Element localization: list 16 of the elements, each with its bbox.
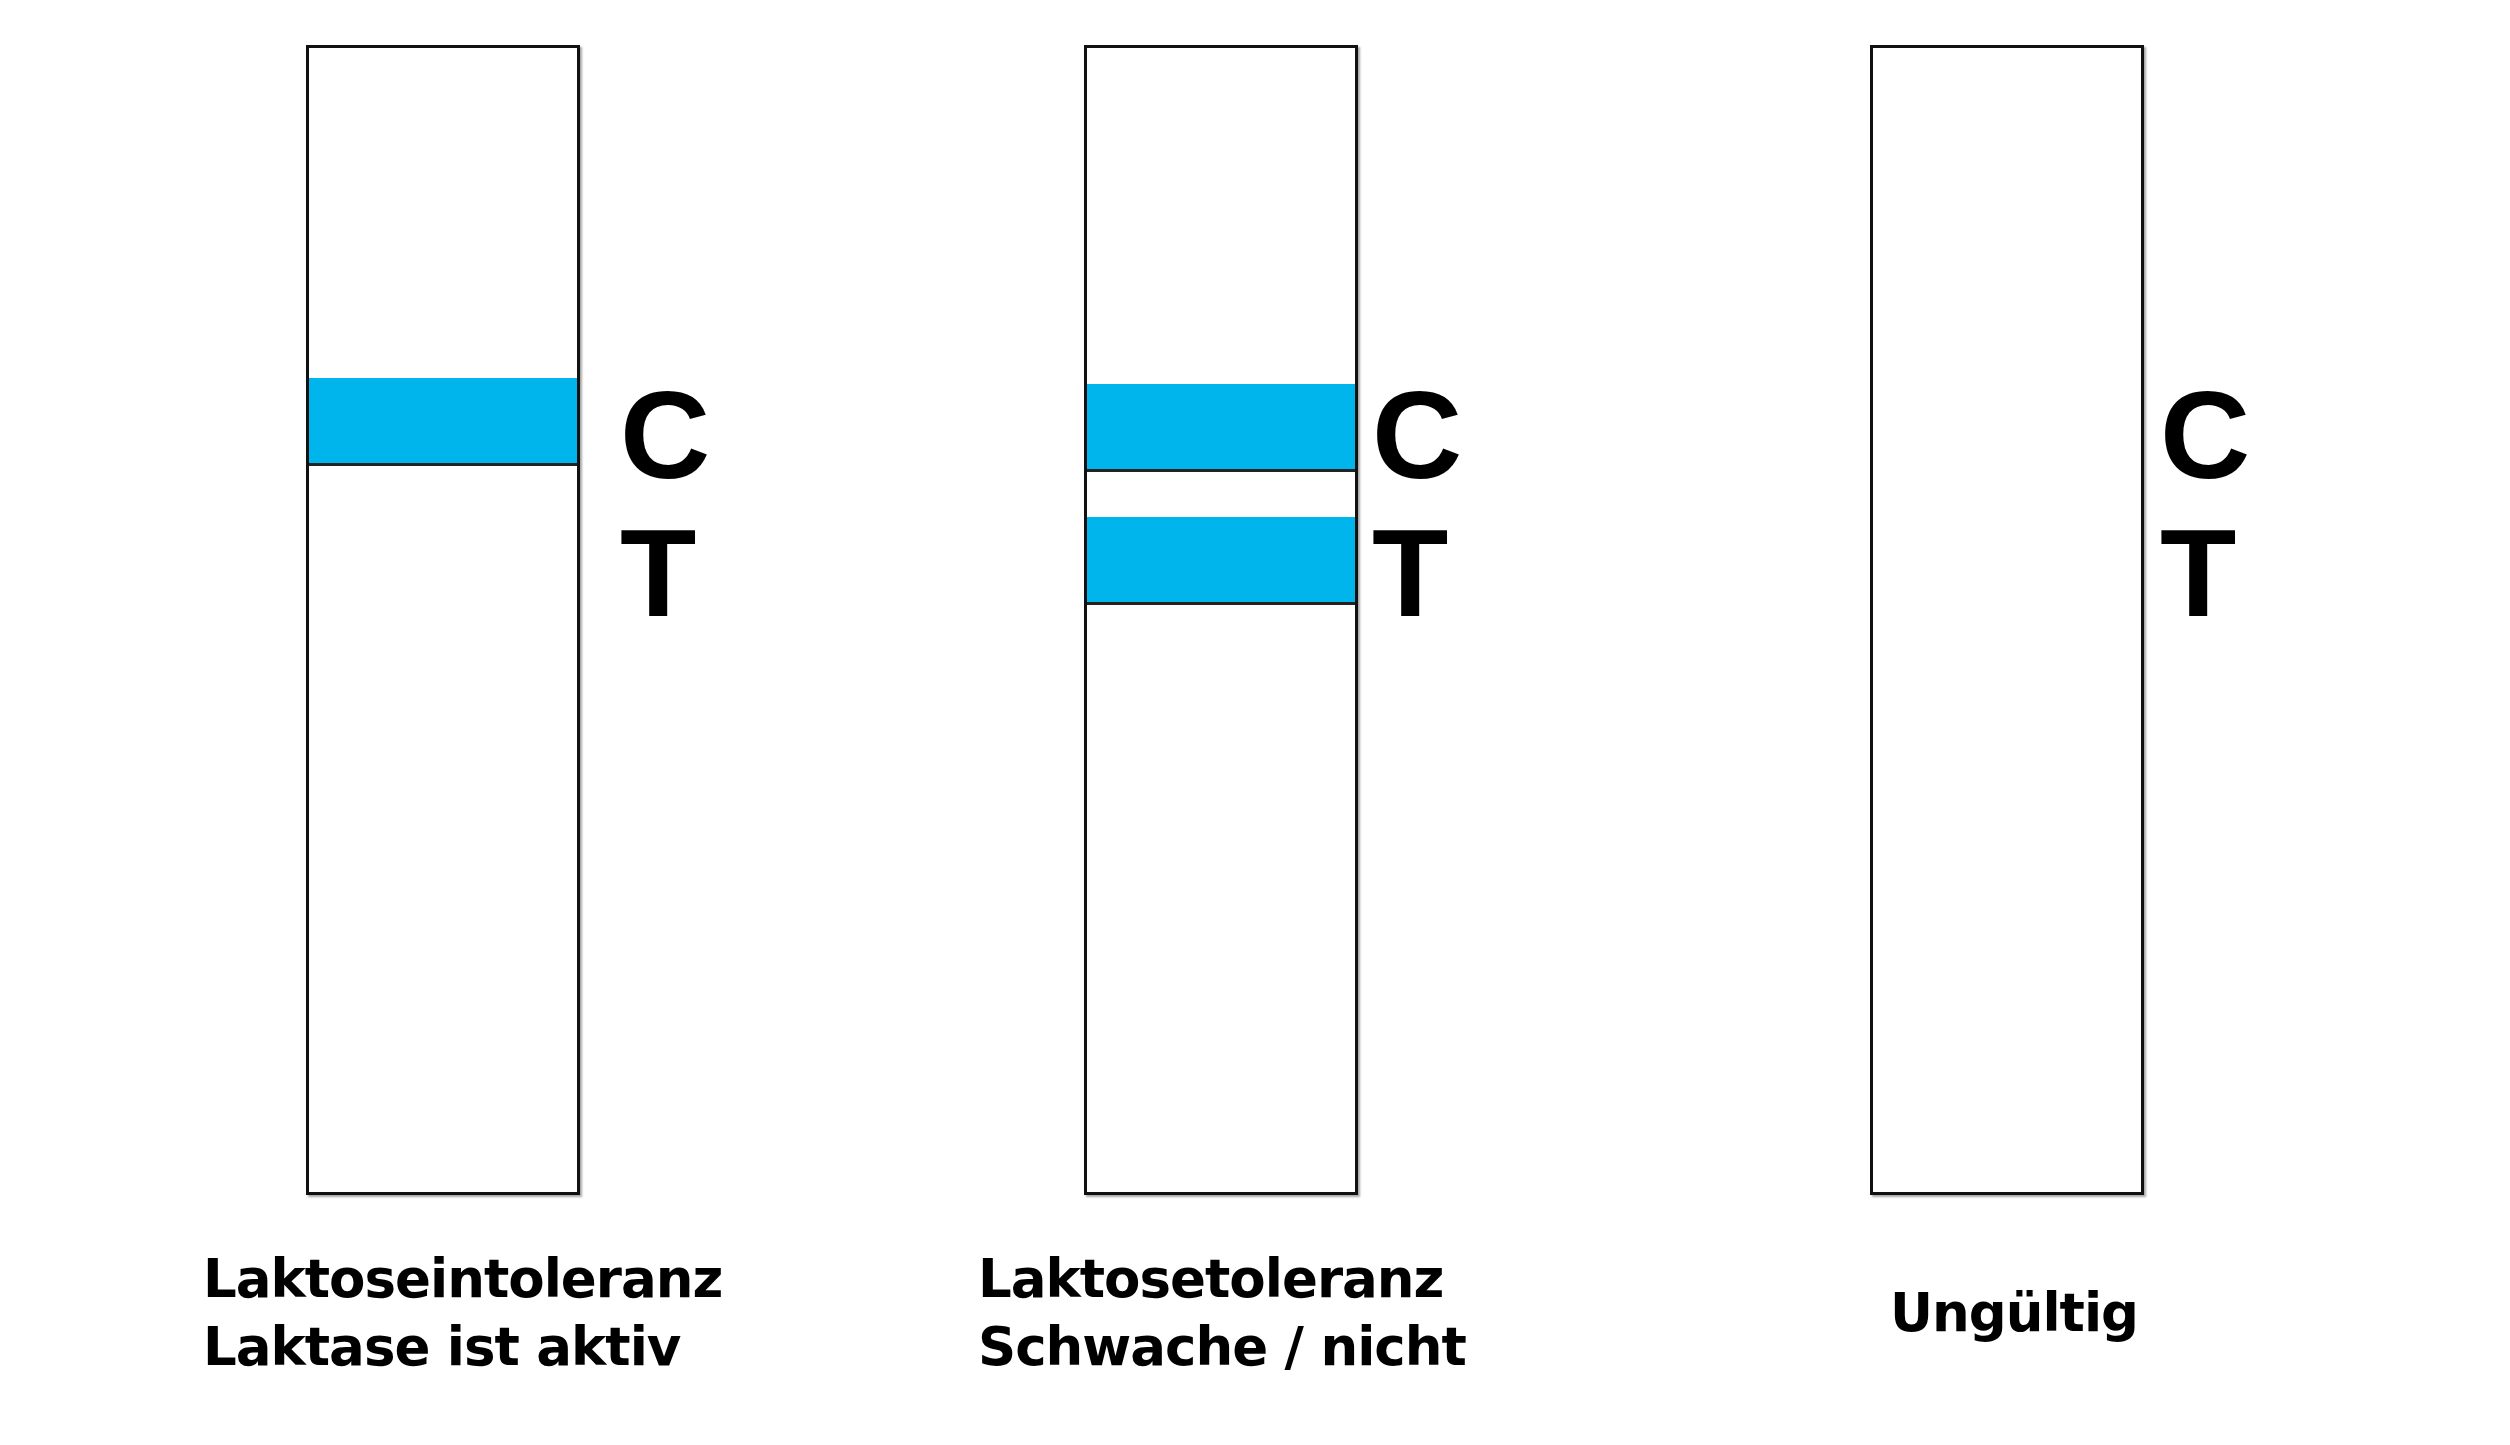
result-caption: Laktoseintoleranz <box>203 1252 723 1305</box>
line-marker-letter: C <box>2160 372 2251 497</box>
result-caption: Schwache / nicht <box>978 1320 1466 1373</box>
test-strip <box>306 45 580 1195</box>
test-line-band <box>1087 384 1355 472</box>
line-marker-letter: C <box>1372 372 1463 497</box>
line-marker-letter: T <box>1372 510 1449 635</box>
test-strip <box>1870 45 2144 1195</box>
line-marker-letter: C <box>620 372 711 497</box>
line-marker-letter: T <box>620 510 697 635</box>
test-strip <box>1084 45 1358 1195</box>
line-marker-letter: T <box>2160 510 2237 635</box>
test-line-band <box>1087 517 1355 605</box>
result-caption: Laktosetoleranz <box>978 1252 1444 1305</box>
test-line-band <box>309 378 577 466</box>
result-caption: Laktase ist aktiv <box>203 1320 681 1373</box>
